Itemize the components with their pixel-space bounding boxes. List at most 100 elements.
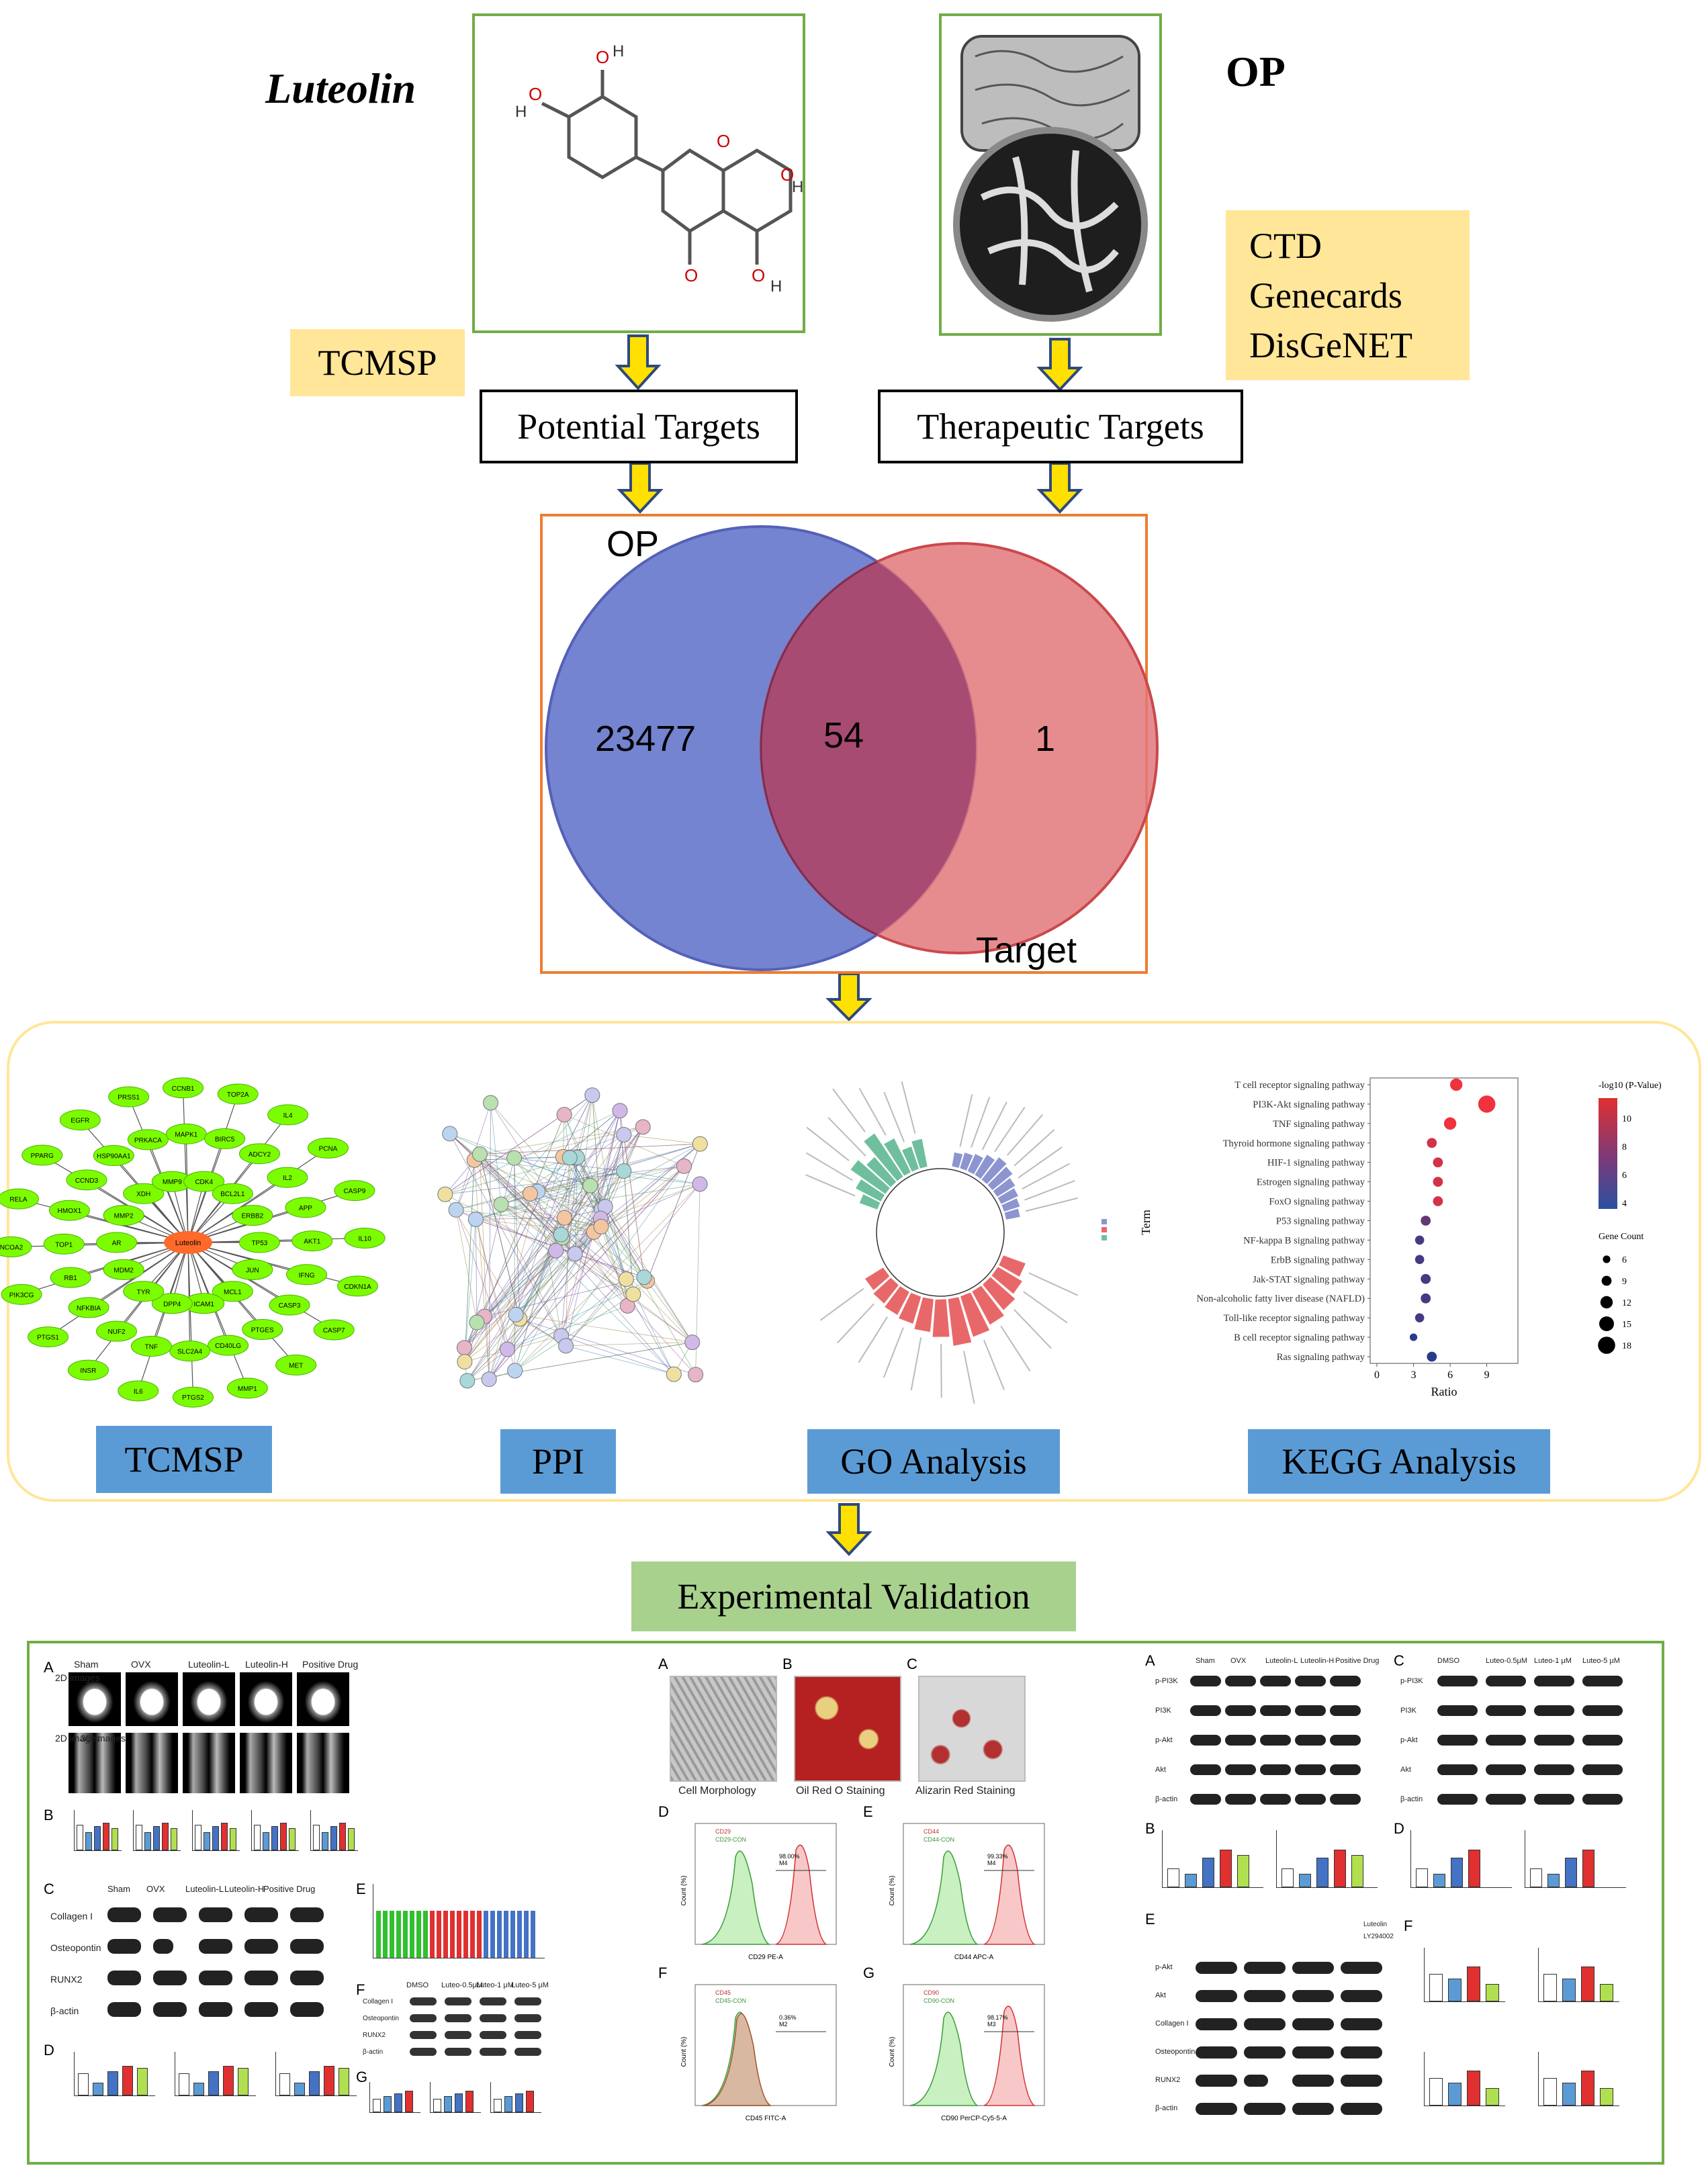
go-term-label xyxy=(981,1101,1007,1150)
blot-group-label: Luteolin-H xyxy=(224,1884,265,1894)
p3-protein-e: β-actin xyxy=(1155,2104,1178,2112)
go-bar xyxy=(865,1267,890,1290)
ppi-edge xyxy=(514,1183,701,1371)
network-node-label: TP53 xyxy=(251,1240,267,1247)
go-bar xyxy=(981,1157,1007,1185)
micro-ct-2d-image xyxy=(297,1672,349,1726)
bar xyxy=(524,1911,529,1958)
p3-group-c: Luteo-0.5μM xyxy=(1486,1657,1527,1665)
bar xyxy=(1467,1966,1480,2001)
bar xyxy=(497,1911,502,1958)
network-edge xyxy=(138,1242,189,1392)
network-node-label: CDK4 xyxy=(195,1179,213,1186)
ppi-edge xyxy=(490,1102,645,1277)
p3-protein-a: β-actin xyxy=(1155,1795,1178,1803)
ppi-node xyxy=(636,1269,652,1285)
blot-band xyxy=(410,2031,437,2039)
blot-band xyxy=(153,1939,173,1954)
go-bar xyxy=(960,1152,973,1171)
ppi-edge xyxy=(464,1250,557,1362)
svg-text:O: O xyxy=(596,47,609,67)
blot-band xyxy=(1330,1794,1361,1805)
network-node-label: PCNA xyxy=(319,1145,338,1152)
ppi-edge xyxy=(490,1102,565,1218)
kegg-term-label: Ras signaling pathway xyxy=(1277,1352,1365,1363)
bar xyxy=(1486,2087,1499,2106)
group-label-2: Luteolin-L xyxy=(188,1659,230,1670)
p3-protein-a: p-PI3K xyxy=(1155,1677,1178,1685)
flow-legend-sample: CD29 xyxy=(715,1828,731,1835)
bar-chart-axis xyxy=(310,1810,358,1851)
network-node xyxy=(238,1143,280,1165)
network-node-label: HSP90AA1 xyxy=(97,1153,131,1161)
ppi-edge xyxy=(592,1095,628,1306)
network-node-label: PPARG xyxy=(31,1152,54,1160)
ppi-node xyxy=(469,1314,485,1330)
network-edge xyxy=(187,1242,358,1287)
blot-band xyxy=(1341,2046,1382,2059)
arrows-layer xyxy=(615,334,1083,1556)
kegg-bubble xyxy=(1409,1333,1418,1341)
blot-band xyxy=(514,1997,541,2005)
network-node-label: CCNB1 xyxy=(172,1085,195,1093)
kegg-term-label: NF-kappa B signaling pathway xyxy=(1243,1235,1365,1246)
kegg-size-legend-dot xyxy=(1603,1255,1611,1263)
bar-chart-axis xyxy=(275,2052,357,2096)
go-bar xyxy=(859,1194,881,1210)
bar xyxy=(504,2096,512,2112)
potential-targets-box: Potential Targets xyxy=(480,390,798,463)
ppi-node xyxy=(676,1158,692,1174)
blot-band xyxy=(1260,1705,1291,1716)
ppi-node xyxy=(584,1087,600,1103)
bar xyxy=(179,2073,189,2095)
svg-text:O: O xyxy=(780,165,794,185)
network-node-label: IL4 xyxy=(283,1112,293,1120)
kegg-bubble xyxy=(1421,1216,1431,1226)
ppi-edge xyxy=(456,1209,602,1227)
network-node xyxy=(204,1128,246,1150)
network-edge xyxy=(42,1155,189,1243)
go-bar xyxy=(997,1188,1018,1204)
experimental-validation-box: Experimental Validation xyxy=(631,1562,1076,1631)
flow-control-curve xyxy=(909,2011,979,2106)
flow-xlabel: CD45 FITC-A xyxy=(746,2115,786,2122)
ppi-edge xyxy=(500,1204,692,1343)
network-node-label: PTGS2 xyxy=(182,1394,204,1402)
panel2-letter-d: D xyxy=(658,1803,669,1820)
network-node xyxy=(226,1377,268,1399)
go-term-label xyxy=(1018,1146,1063,1179)
bar-chart-axis xyxy=(369,2082,420,2113)
bar xyxy=(416,1911,421,1958)
bar xyxy=(1543,1973,1557,2001)
go-term-label xyxy=(940,1343,942,1398)
network-node xyxy=(313,1319,355,1341)
blot-band xyxy=(1295,1735,1326,1746)
kegg-bubble xyxy=(1414,1313,1425,1322)
blot-band xyxy=(1190,1705,1221,1716)
ppi-node xyxy=(522,1185,538,1202)
bar xyxy=(322,1832,328,1850)
blot-band xyxy=(290,1939,324,1954)
bar-chart-axis xyxy=(1525,1830,1626,1888)
bar xyxy=(526,2091,534,2112)
network-node-label: TOP2A xyxy=(227,1091,249,1099)
network-node xyxy=(269,1294,310,1316)
blot-band xyxy=(1295,1705,1326,1716)
bar-chart-axis xyxy=(74,1810,122,1851)
blot-band xyxy=(1260,1764,1291,1775)
blot-band xyxy=(1260,1794,1291,1805)
bar xyxy=(515,2093,523,2112)
bar xyxy=(263,1832,269,1850)
go-term-label xyxy=(901,1081,916,1134)
bar xyxy=(465,2091,474,2112)
ppi-node xyxy=(456,1340,472,1356)
ppi-edge xyxy=(467,1342,692,1382)
blot-band xyxy=(1244,2103,1286,2115)
go-bar xyxy=(885,1286,909,1315)
flow-control-curve xyxy=(909,1850,979,1945)
bar xyxy=(405,2091,413,2112)
caption-cell-morphology: Cell Morphology xyxy=(678,1785,756,1797)
flow-xlabel: CD44 APC-A xyxy=(954,1954,994,1961)
